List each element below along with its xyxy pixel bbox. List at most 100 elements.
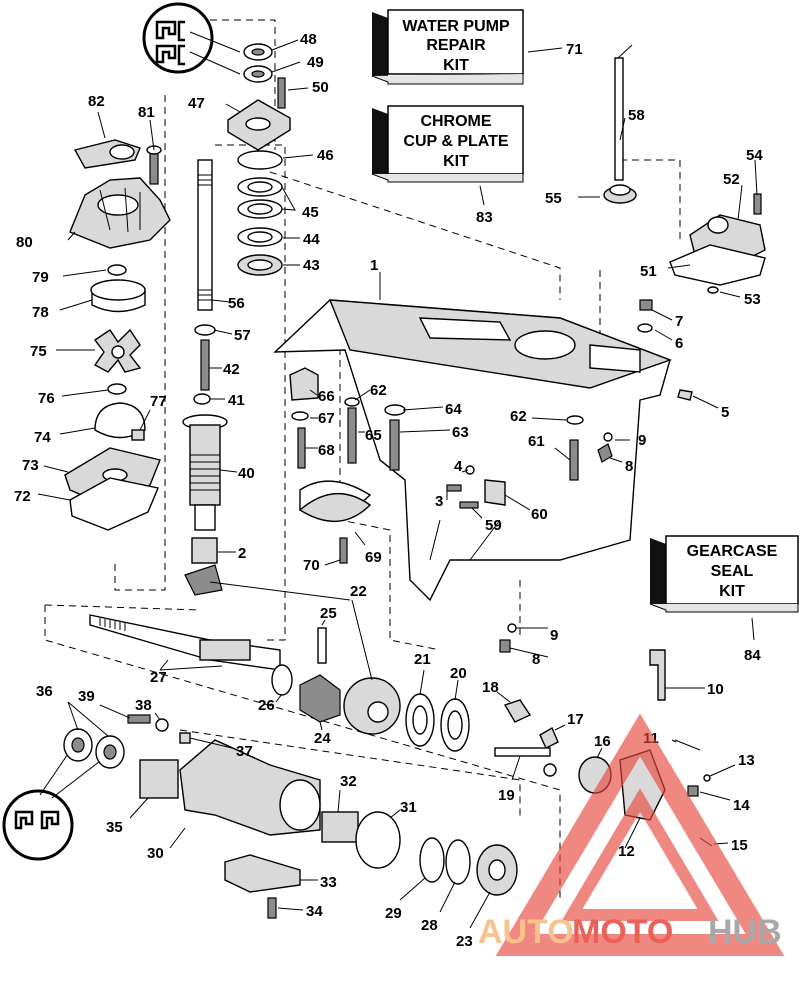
- part-label: 6: [675, 335, 683, 352]
- part-label: 28: [421, 917, 438, 934]
- kit-title-line: SEAL: [711, 563, 754, 580]
- part-label: 73: [22, 457, 39, 474]
- part-label: 8: [625, 458, 633, 475]
- part-label: 9: [638, 432, 646, 449]
- kit-box-chrome-cup-plate: CHROME CUP & PLATE KIT 83: [371, 105, 524, 226]
- part-label: 34: [306, 903, 323, 920]
- part-label: 65: [365, 427, 382, 444]
- watermark-hub: HUB: [708, 913, 782, 951]
- part-label: 44: [303, 231, 320, 248]
- part-label: 72: [14, 488, 31, 505]
- part-label: 35: [106, 819, 123, 836]
- part-label: 64: [445, 401, 462, 418]
- kit-title-line: CHROME: [420, 113, 491, 130]
- part-label: 80: [16, 234, 33, 251]
- part-label: 13: [738, 752, 755, 769]
- part-label: 45: [302, 204, 319, 221]
- part-label: 43: [303, 257, 320, 274]
- part-label: 60: [531, 506, 548, 523]
- part-label: 59: [485, 517, 502, 534]
- part-label: 29: [385, 905, 402, 922]
- kit-number: 84: [744, 647, 761, 664]
- kit-title-line: REPAIR: [426, 37, 486, 54]
- shift-rod-assembly: [603, 44, 766, 294]
- part-label: 22: [350, 583, 367, 600]
- part-label: 49: [307, 54, 324, 71]
- part-label: 48: [300, 31, 317, 48]
- kit-title-line: CUP & PLATE: [403, 133, 509, 150]
- part-label: 42: [223, 361, 240, 378]
- kit-title-line: KIT: [443, 57, 469, 74]
- kit-number: 71: [566, 41, 583, 58]
- part-label: 46: [317, 147, 334, 164]
- part-label: 74: [34, 429, 51, 446]
- part-label: 62: [370, 382, 387, 399]
- part-label: 52: [723, 171, 740, 188]
- part-label: 79: [32, 269, 49, 286]
- part-label: 33: [320, 874, 337, 891]
- kit-box-water-pump: WATER PUMP REPAIR KIT 71: [371, 9, 583, 85]
- part-label: 82: [88, 93, 105, 110]
- part-label: 70: [303, 557, 320, 574]
- part-label: 41: [228, 392, 245, 409]
- part-label: 75: [30, 343, 47, 360]
- part-label: 68: [318, 442, 335, 459]
- part-label: 21: [414, 651, 431, 668]
- part-label: 32: [340, 773, 357, 790]
- assembly-guide-lines: [44, 19, 681, 900]
- part-label: 2: [238, 545, 246, 562]
- part-label: 24: [314, 730, 331, 747]
- part-label: 27: [150, 669, 167, 686]
- part-label: 55: [545, 190, 562, 207]
- part-label: 23: [456, 933, 473, 950]
- automotohub-watermark: AUTO MOTO HUB: [478, 713, 785, 956]
- part-label: 40: [238, 465, 255, 482]
- part-label: 1: [370, 257, 378, 274]
- part-label: 53: [744, 291, 761, 308]
- part-label: 17: [567, 711, 584, 728]
- part-label: 81: [138, 104, 155, 121]
- part-label: 67: [318, 410, 335, 427]
- part-label: 38: [135, 697, 152, 714]
- part-label: 8: [532, 651, 540, 668]
- bearing-icon: [227, 43, 291, 276]
- seal-lip-detail-icon: [142, 2, 241, 75]
- part-label: 10: [707, 681, 724, 698]
- leader-lines: [37, 39, 758, 929]
- part-label: 19: [498, 787, 515, 804]
- part-label: 56: [228, 295, 245, 312]
- kit-title-line: WATER PUMP: [402, 18, 510, 35]
- watermark-auto: AUTO: [478, 913, 574, 951]
- part-label: 63: [452, 424, 469, 441]
- part-number-labels: 48 49 50 47 46 45 44 43 56 57 42 41 40 2…: [14, 31, 763, 950]
- part-label: 37: [236, 743, 253, 760]
- part-label: 31: [400, 799, 417, 816]
- part-label: 36: [36, 683, 53, 700]
- part-label: 77: [150, 393, 167, 410]
- part-label: 57: [234, 327, 251, 344]
- kit-title-line: KIT: [719, 583, 745, 600]
- part-label: 20: [450, 665, 467, 682]
- part-label: 61: [528, 433, 545, 450]
- part-label: 76: [38, 390, 55, 407]
- part-label: 30: [147, 845, 164, 862]
- part-label: 18: [482, 679, 499, 696]
- part-label: 51: [640, 263, 657, 280]
- driveshaft: [182, 159, 228, 596]
- part-label: 12: [618, 843, 635, 860]
- part-label: 50: [312, 79, 329, 96]
- part-label: 9: [550, 627, 558, 644]
- part-label: 39: [78, 688, 95, 705]
- part-label: 5: [721, 404, 729, 421]
- part-label: 66: [318, 388, 335, 405]
- part-label: 7: [675, 313, 683, 330]
- part-label: 78: [32, 304, 49, 321]
- part-label: 25: [320, 605, 337, 622]
- part-label: 14: [733, 797, 750, 814]
- kit-box-gearcase-seal: GEARCASE SEAL KIT 84: [649, 535, 799, 664]
- part-label: 26: [258, 697, 275, 714]
- part-label: 15: [731, 837, 748, 854]
- bearing-carrier: [63, 714, 518, 919]
- part-label: 62: [510, 408, 527, 425]
